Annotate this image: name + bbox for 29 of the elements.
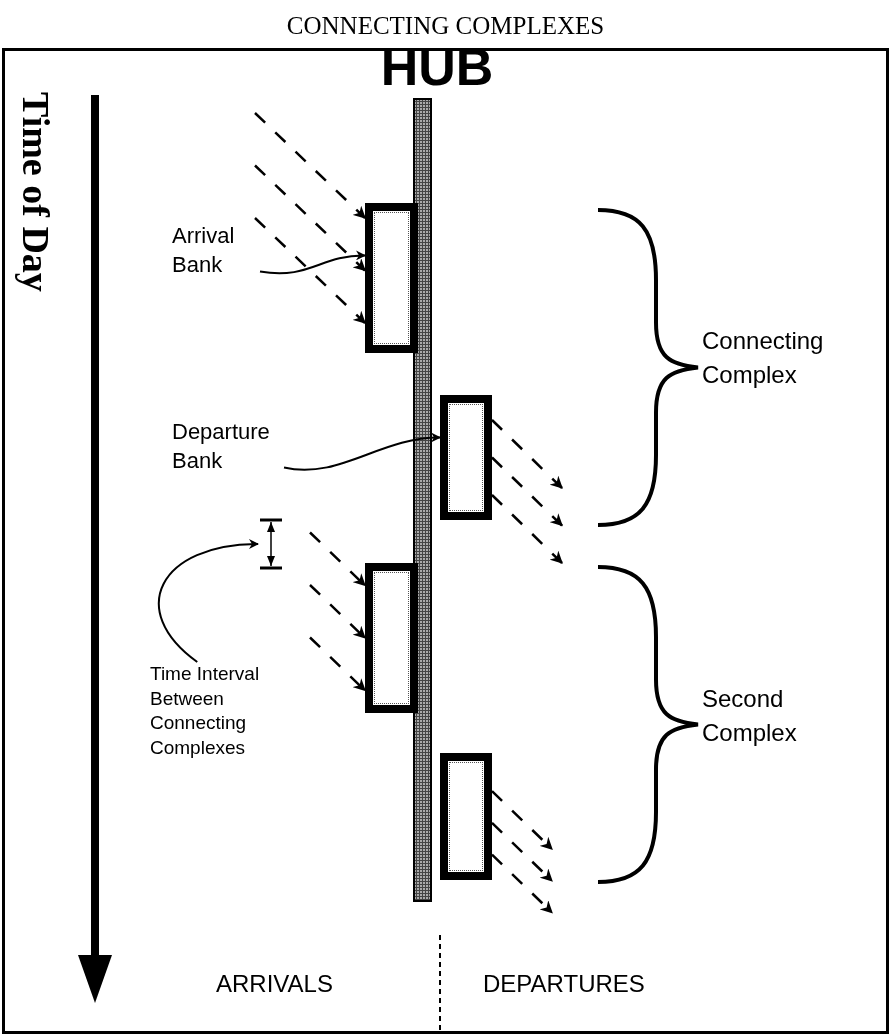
flight-arrow xyxy=(491,821,553,882)
departure-bank-box xyxy=(440,395,492,520)
leader-line xyxy=(259,250,366,275)
flight-arrow xyxy=(491,790,553,850)
diagram-title: CONNECTING COMPLEXES xyxy=(285,12,606,40)
flight-arrow xyxy=(254,217,366,324)
departure-bank-box xyxy=(440,753,492,880)
brace-label: Connecting Complex xyxy=(702,326,825,390)
flight-arrow xyxy=(254,164,366,272)
axis-label: Time of Day xyxy=(14,92,58,292)
flight-arrow xyxy=(491,494,563,564)
column-label: DEPARTURES xyxy=(483,970,645,998)
callout-text: Arrival Bank xyxy=(172,222,260,284)
flight-arrow xyxy=(491,853,553,914)
arrival-bank-box xyxy=(365,563,418,713)
leader-line xyxy=(158,539,259,663)
flight-arrow xyxy=(309,531,366,587)
callout-text: Departure Bank xyxy=(172,418,284,480)
flight-arrow xyxy=(309,584,366,639)
leader-line xyxy=(283,432,441,471)
flight-arrow xyxy=(254,112,366,219)
interval-dimension-line xyxy=(258,518,284,570)
flight-arrow xyxy=(491,456,563,527)
arrival-bank-box xyxy=(365,203,418,353)
callout-text: Time Interval Between Connecting Complexes xyxy=(150,662,285,786)
column-label: ARRIVALS xyxy=(216,970,333,998)
brace-label: Second Complex xyxy=(702,684,798,748)
flight-arrow xyxy=(309,636,366,692)
flight-arrow xyxy=(491,419,563,489)
